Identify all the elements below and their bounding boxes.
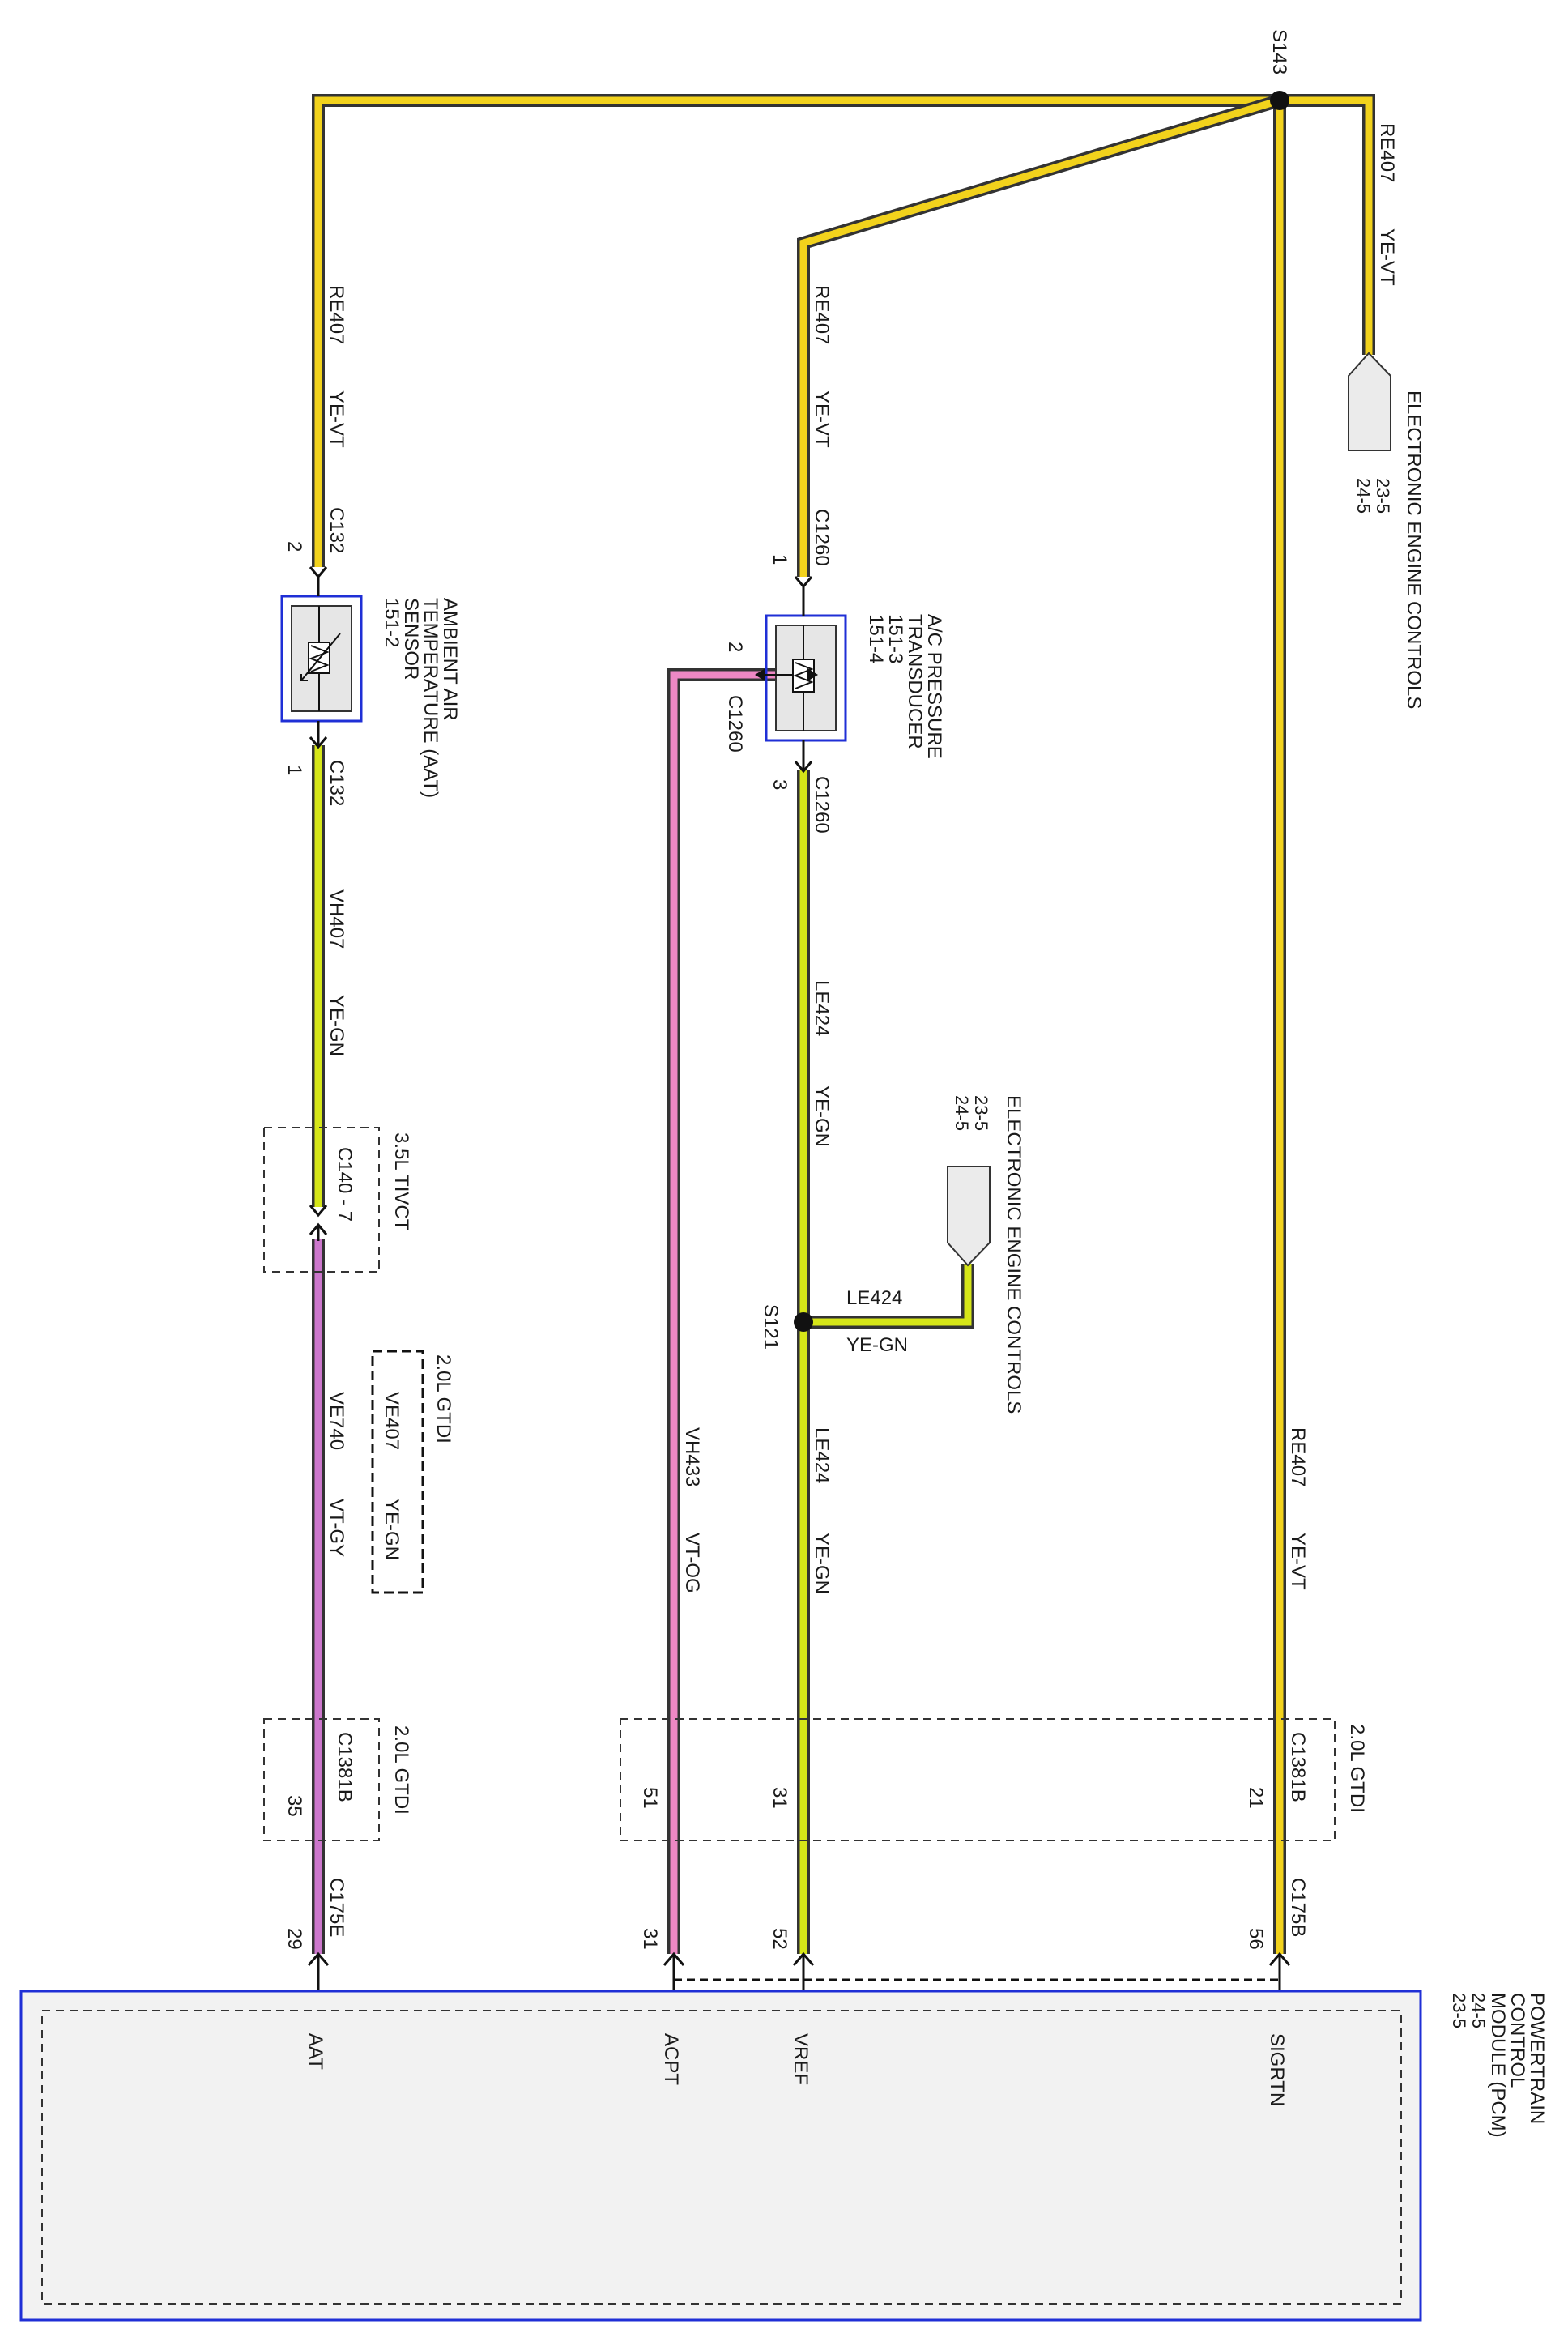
c1381b-pin-35: 35 <box>283 1795 305 1817</box>
eec-ref-b-top: 24-5 <box>1353 478 1374 514</box>
wire-color-re407-left: YE-VT <box>326 390 347 448</box>
eec-title-top: ELECTRONIC ENGINE CONTROLS <box>1403 390 1425 709</box>
c1260-top-pin: 1 <box>769 554 790 565</box>
pcm-pin-vref: VREF <box>790 2033 812 2085</box>
wire-color-le424-upper: YE-GN <box>811 1085 833 1147</box>
c132-top-label: C132 <box>326 507 347 553</box>
svg-text:POWERTRAIN: POWERTRAIN <box>1526 1993 1548 2124</box>
svg-text:CONTROL: CONTROL <box>1506 1993 1528 2088</box>
svg-text:TRANSDUCER: TRANSDUCER <box>904 614 926 749</box>
wire-re407-transducer <box>797 94 1282 577</box>
c140-variant-box <box>263 1127 380 1273</box>
svg-text:23-5: 23-5 <box>1449 1993 1469 2028</box>
pcm-pin-aat: AAT <box>305 2033 326 2070</box>
c132-pin1-terminal <box>309 736 328 749</box>
c1381b-pin-51: 51 <box>639 1787 661 1809</box>
c1381b-right-variant: 2.0L GTDI <box>1346 1724 1368 1813</box>
c140-label: C140 - 7 <box>334 1147 356 1222</box>
wire-label-vh433: VH433 <box>681 1427 703 1486</box>
wire-color-le424-branch: YE-GN <box>846 1334 908 1356</box>
eec-arrow-mid <box>947 1166 991 1267</box>
c132-top-pin: 2 <box>283 541 305 552</box>
svg-text:SENSOR: SENSOR <box>400 598 422 680</box>
wire-label-le424-branch: LE424 <box>846 1287 902 1309</box>
splice-s121-label: S121 <box>760 1304 782 1350</box>
wire-label-vh407: VH407 <box>326 889 347 949</box>
c140-terminal-upper <box>309 1205 328 1218</box>
c1381b-pin-21: 21 <box>1245 1787 1267 1809</box>
wire-color-vh407: YE-GN <box>326 995 347 1056</box>
ac-transducer-label: A/C PRESSURE TRANSDUCER 151-3 151-4 <box>865 614 945 759</box>
eec-ref-a-top: 23-5 <box>1373 478 1393 514</box>
c1260-side-label: C1260 <box>724 695 746 753</box>
wire-re407-eec <box>1280 94 1375 355</box>
c132-bottom-pin: 1 <box>283 765 305 775</box>
wire-label-le424-lower: LE424 <box>811 1427 833 1483</box>
wire-color-re407-eec: YE-VT <box>1376 228 1398 286</box>
wire-color-vh433: VT-OG <box>681 1533 703 1593</box>
wire-label-re407-sigrtn: RE407 <box>1287 1427 1309 1486</box>
eec-ref-b-mid: 24-5 <box>952 1095 972 1131</box>
eec-ref-a-mid: 23-5 <box>971 1095 991 1131</box>
c1260-bottom-label: C1260 <box>811 776 833 834</box>
eec-title-mid: ELECTRONIC ENGINE CONTROLS <box>1003 1095 1025 1414</box>
svg-text:151-3: 151-3 <box>884 614 906 663</box>
gtdi-alt-wire-variant: 2.0L GTDI <box>432 1354 454 1444</box>
splice-s143-label: S143 <box>1268 29 1290 75</box>
splice-s121 <box>794 1312 813 1332</box>
c1260-pin1-terminal <box>794 576 813 589</box>
c1381b-left-box <box>263 1718 380 1841</box>
c1381b-left-variant: 2.0L GTDI <box>390 1725 412 1815</box>
pcm-label: POWERTRAIN CONTROL MODULE (PCM) 24-5 23-… <box>1449 1993 1548 2138</box>
pcm-pin-29: 29 <box>283 1928 305 1950</box>
aat-sensor-label: AMBIENT AIR TEMPERATURE (AAT) SENSOR 151… <box>381 598 461 798</box>
c1260-side-pin: 2 <box>724 642 746 652</box>
pcm-pin-acpt: ACPT <box>660 2033 682 2085</box>
c1381b-right-label: C1381B <box>1287 1732 1309 1802</box>
c1260-bottom-pin: 3 <box>769 779 790 790</box>
splice-s143 <box>1270 91 1289 110</box>
c1381b-left-label: C1381B <box>334 1732 356 1802</box>
wire-label-ve740: VE740 <box>326 1392 347 1450</box>
svg-text:151-4: 151-4 <box>865 614 887 663</box>
c140-variant: 3.5L TIVCT <box>390 1132 412 1231</box>
eec-arrow-top <box>1348 352 1391 451</box>
wire-label-re407-transducer: RE407 <box>811 285 833 344</box>
ac-pressure-transducer <box>755 614 847 742</box>
c175e-label: C175E <box>326 1878 347 1937</box>
svg-text:AMBIENT AIR: AMBIENT AIR <box>439 598 461 721</box>
c132-pin2-terminal <box>309 566 328 579</box>
pcm-pin-56: 56 <box>1245 1928 1267 1950</box>
c1381b-pin-31: 31 <box>769 1787 790 1809</box>
wire-color-ve407: YE-GN <box>381 1499 403 1560</box>
svg-text:151-2: 151-2 <box>381 598 403 647</box>
c1260-top-label: C1260 <box>811 509 833 566</box>
c1260-pin3-terminal <box>794 761 813 774</box>
svg-text:MODULE (PCM): MODULE (PCM) <box>1487 1993 1509 2138</box>
pcm-pin-31: 31 <box>639 1928 661 1950</box>
pcm-pin-sigrtn: SIGRTN <box>1266 2033 1288 2106</box>
wire-color-re407-transducer: YE-VT <box>811 390 833 448</box>
pcm-module <box>19 1990 1422 2322</box>
wire-label-re407-eec: RE407 <box>1376 123 1398 182</box>
wire-color-re407-sigrtn: YE-VT <box>1287 1533 1309 1590</box>
svg-text:A/C PRESSURE: A/C PRESSURE <box>923 614 945 759</box>
aat-sensor <box>280 595 363 723</box>
wire-label-le424-upper: LE424 <box>811 980 833 1036</box>
svg-text:24-5: 24-5 <box>1468 1993 1489 2028</box>
wire-vh433 <box>667 668 776 1954</box>
pcm-pin-52: 52 <box>769 1928 790 1950</box>
wire-color-le424-lower: YE-GN <box>811 1533 833 1594</box>
wire-re407-aat <box>312 94 1280 567</box>
wire-color-ve740: VT-GY <box>326 1499 347 1557</box>
wire-le424-eec <box>803 1264 974 1329</box>
c1381b-right-box <box>620 1718 1336 1841</box>
c175b-label: C175B <box>1287 1878 1309 1937</box>
wire-label-ve407: VE407 <box>381 1392 403 1450</box>
c132-bottom-label: C132 <box>326 760 347 806</box>
svg-text:TEMPERATURE (AAT): TEMPERATURE (AAT) <box>420 598 441 798</box>
wire-label-re407-left: RE407 <box>326 285 347 344</box>
